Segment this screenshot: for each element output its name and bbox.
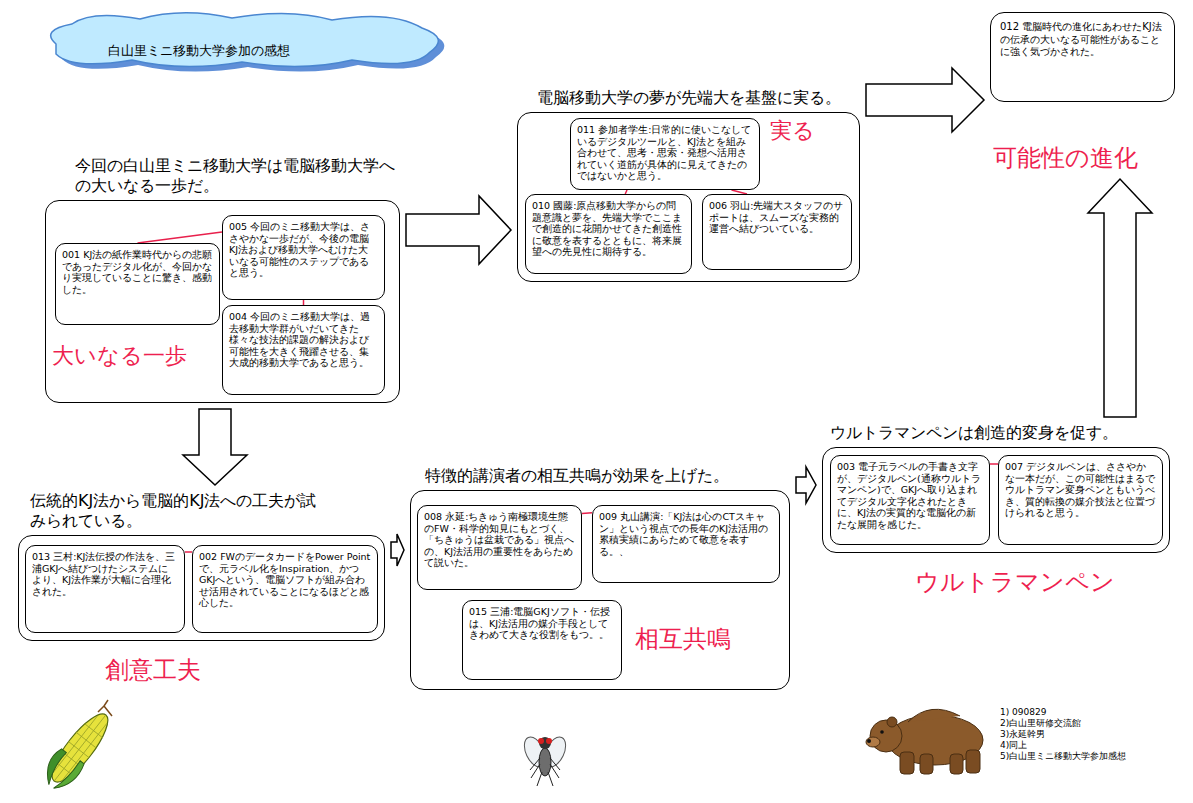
kj-card: 015 三浦:電脳GKJソフト・伝授は、KJ法活用の媒介手段としてきわめて大きな… xyxy=(462,600,622,680)
group-heading: ウルトラマンペンは創造的変身を促す。 xyxy=(830,423,1170,443)
relation-line xyxy=(138,232,223,243)
kj-group: 電脳移動大学の夢が先端大を基盤に実る。実る011 参加者学生:日常的に使いこなし… xyxy=(517,88,860,282)
group-heading: 今回の白山里ミニ移動大学は電脳移動大学への大いなる一歩だ。 xyxy=(75,156,395,196)
fly-picture xyxy=(520,734,570,786)
card-text: 002 FWのデータカードをPower Pointで、元ラベル化をInspira… xyxy=(199,551,371,609)
card-text: 006 羽山:先端大スタッフのサポートは、スムーズな実務的運営へ結びついている。 xyxy=(709,200,845,235)
footnote: 1) 090829 xyxy=(1000,707,1126,718)
card-text: 009 丸山講演:「KJ法は心のCTスキャン」という視点での長年のKJ法活用の累… xyxy=(599,511,773,557)
bear-picture xyxy=(866,709,983,774)
relation-line xyxy=(582,512,592,514)
result-box: 012 電脳時代の進化にあわせたKJ法の伝承の大いなる可能性があることに強く気づ… xyxy=(990,12,1175,173)
card-text: 011 参加者学生:日常的に使いこなしているデジタルツールと、KJ法とを組み合わ… xyxy=(577,124,753,182)
block-arrow xyxy=(183,409,247,485)
kj-group: 伝統的KJ法から電脳的KJ法への工夫が試みられている。創意工夫 013 三村:KJ… xyxy=(18,491,385,685)
card-text: 010 國藤:原点移動大学からの問題意識と夢を、先端大学でここまで創造的に花開か… xyxy=(532,200,685,258)
group-heading: 伝統的KJ法から電脳的KJ法への工夫が試みられている。 xyxy=(30,491,320,531)
group-label: 大いなる一歩 xyxy=(52,343,187,369)
block-arrow xyxy=(796,467,816,503)
box-frame: 012 電脳時代の進化にあわせたKJ法の伝承の大いなる可能性があることに強く気づ… xyxy=(990,12,1175,102)
kj-card: 013 三村:KJ法伝授の作法を、三浦GKJへ結びつけたシステムにより、KJ法作… xyxy=(25,545,185,633)
kj-card: 006 羽山:先端大スタッフのサポートは、スムーズな実務的運営へ結びついている。 xyxy=(702,194,852,270)
kj-group: 特徴的講演者の相互共鳴が効果を上げた。相互共鳴 008 永延:ちきゅう南極環境生態… xyxy=(410,466,790,690)
group-heading: 特徴的講演者の相互共鳴が効果を上げた。 xyxy=(425,466,785,486)
kj-card: 007 デジタルペンは、ささやかな一本だが、この可能性はまるでウルトラマン変身ペ… xyxy=(998,455,1163,545)
kj-card: 011 参加者学生:日常的に使いこなしているデジタルツールと、KJ法とを組み合わ… xyxy=(570,118,760,190)
kj-card: 010 國藤:原点移動大学からの問題意識と夢を、先端大学でここまで創造的に花開か… xyxy=(525,194,692,274)
footnote: 2)白山里研修交流館 xyxy=(1000,718,1126,729)
cloud-shape xyxy=(51,13,439,67)
kj-card: 001 KJ法の紙作業時代からの悲願であったデジタル化が、今回かなり実現している… xyxy=(55,243,220,325)
card-text: 005 今回のミニ移動大学は、ささやかな一歩だが、今後の電脳KJ法および移動大学… xyxy=(229,221,378,279)
group-label: 可能性の進化 xyxy=(993,144,1138,173)
footnote-list: 1) 0908292)白山里研修交流館3)永延幹男4)同上5)白山里ミニ移動大学… xyxy=(1000,707,1126,762)
block-arrow xyxy=(391,534,404,566)
card-text: 013 三村:KJ法伝授の作法を、三浦GKJへ結びつけたシステムにより、KJ法作… xyxy=(32,551,178,597)
footnote: 4)同上 xyxy=(1000,740,1126,751)
kj-group: ウルトラマンペンは創造的変身を促す。ウルトラマンペン 003 電子元ラベルの手書き… xyxy=(822,423,1170,597)
card-text: 015 三浦:電脳GKJソフト・伝授は、KJ法活用の媒介手段としてきわめて大きな… xyxy=(469,606,615,641)
footnote: 5)白山里ミニ移動大学参加感想 xyxy=(1000,751,1126,762)
card-text: 001 KJ法の紙作業時代からの悲願であったデジタル化が、今回かなり実現している… xyxy=(62,249,213,295)
kj-group: 今回の白山里ミニ移動大学は電脳移動大学への大いなる一歩だ。大いなる一歩 001 K… xyxy=(45,156,400,403)
kj-card: 008 永延:ちきゅう南極環境生態のFW・科学的知見にもとづく、「ちきゅうは盆栽… xyxy=(417,505,582,590)
card-text: 012 電脳時代の進化にあわせたKJ法の伝承の大いなる可能性があることに強く気づ… xyxy=(991,13,1174,67)
corn-cob xyxy=(38,705,118,795)
card-text: 004 今回のミニ移動大学は、過去移動大学群がいだいてきた様々な技法的課題の解決… xyxy=(229,311,378,369)
kj-card: 009 丸山講演:「KJ法は心のCTスキャン」という視点での長年のKJ法活用の累… xyxy=(592,505,780,583)
group-label: 創意工夫 xyxy=(105,656,201,685)
kj-card: 005 今回のミニ移動大学は、ささやかな一歩だが、今後の電脳KJ法および移動大学… xyxy=(222,215,385,300)
block-arrow xyxy=(406,196,511,264)
kj-card: 004 今回のミニ移動大学は、過去移動大学群がいだいてきた様々な技法的課題の解決… xyxy=(222,305,385,395)
relation-line xyxy=(990,464,998,465)
card-text: 007 デジタルペンは、ささやかな一本だが、この可能性はまるでウルトラマン変身ペ… xyxy=(1005,461,1156,519)
card-text: 003 電子元ラベルの手書き文字が、デジタルペン(通称ウルトラマンペン)で、GK… xyxy=(837,461,983,530)
corn-picture xyxy=(38,700,118,795)
block-arrow xyxy=(866,68,984,132)
relation-line xyxy=(185,552,192,553)
group-label: 相互共鳴 xyxy=(635,625,731,654)
title-cloud xyxy=(51,13,445,72)
corn-silk xyxy=(98,700,112,716)
kj-card: 002 FWのデータカードをPower Pointで、元ラベル化をInspira… xyxy=(192,545,378,633)
group-label: ウルトラマンペン xyxy=(915,568,1115,597)
kj-card: 003 電子元ラベルの手書き文字が、デジタルペン(通称ウルトラマンペン)で、GK… xyxy=(830,455,990,545)
card-text: 008 永延:ちきゅう南極環境生態のFW・科学的知見にもとづく、「ちきゅうは盆栽… xyxy=(424,511,575,569)
diagram-title: 白山里ミニ移動大学参加の感想 xyxy=(108,43,290,59)
block-arrow xyxy=(1088,179,1152,417)
group-label: 実る xyxy=(770,118,815,144)
footnote: 3)永延幹男 xyxy=(1000,729,1126,740)
group-heading: 電脳移動大学の夢が先端大を基盤に実る。 xyxy=(537,88,877,108)
